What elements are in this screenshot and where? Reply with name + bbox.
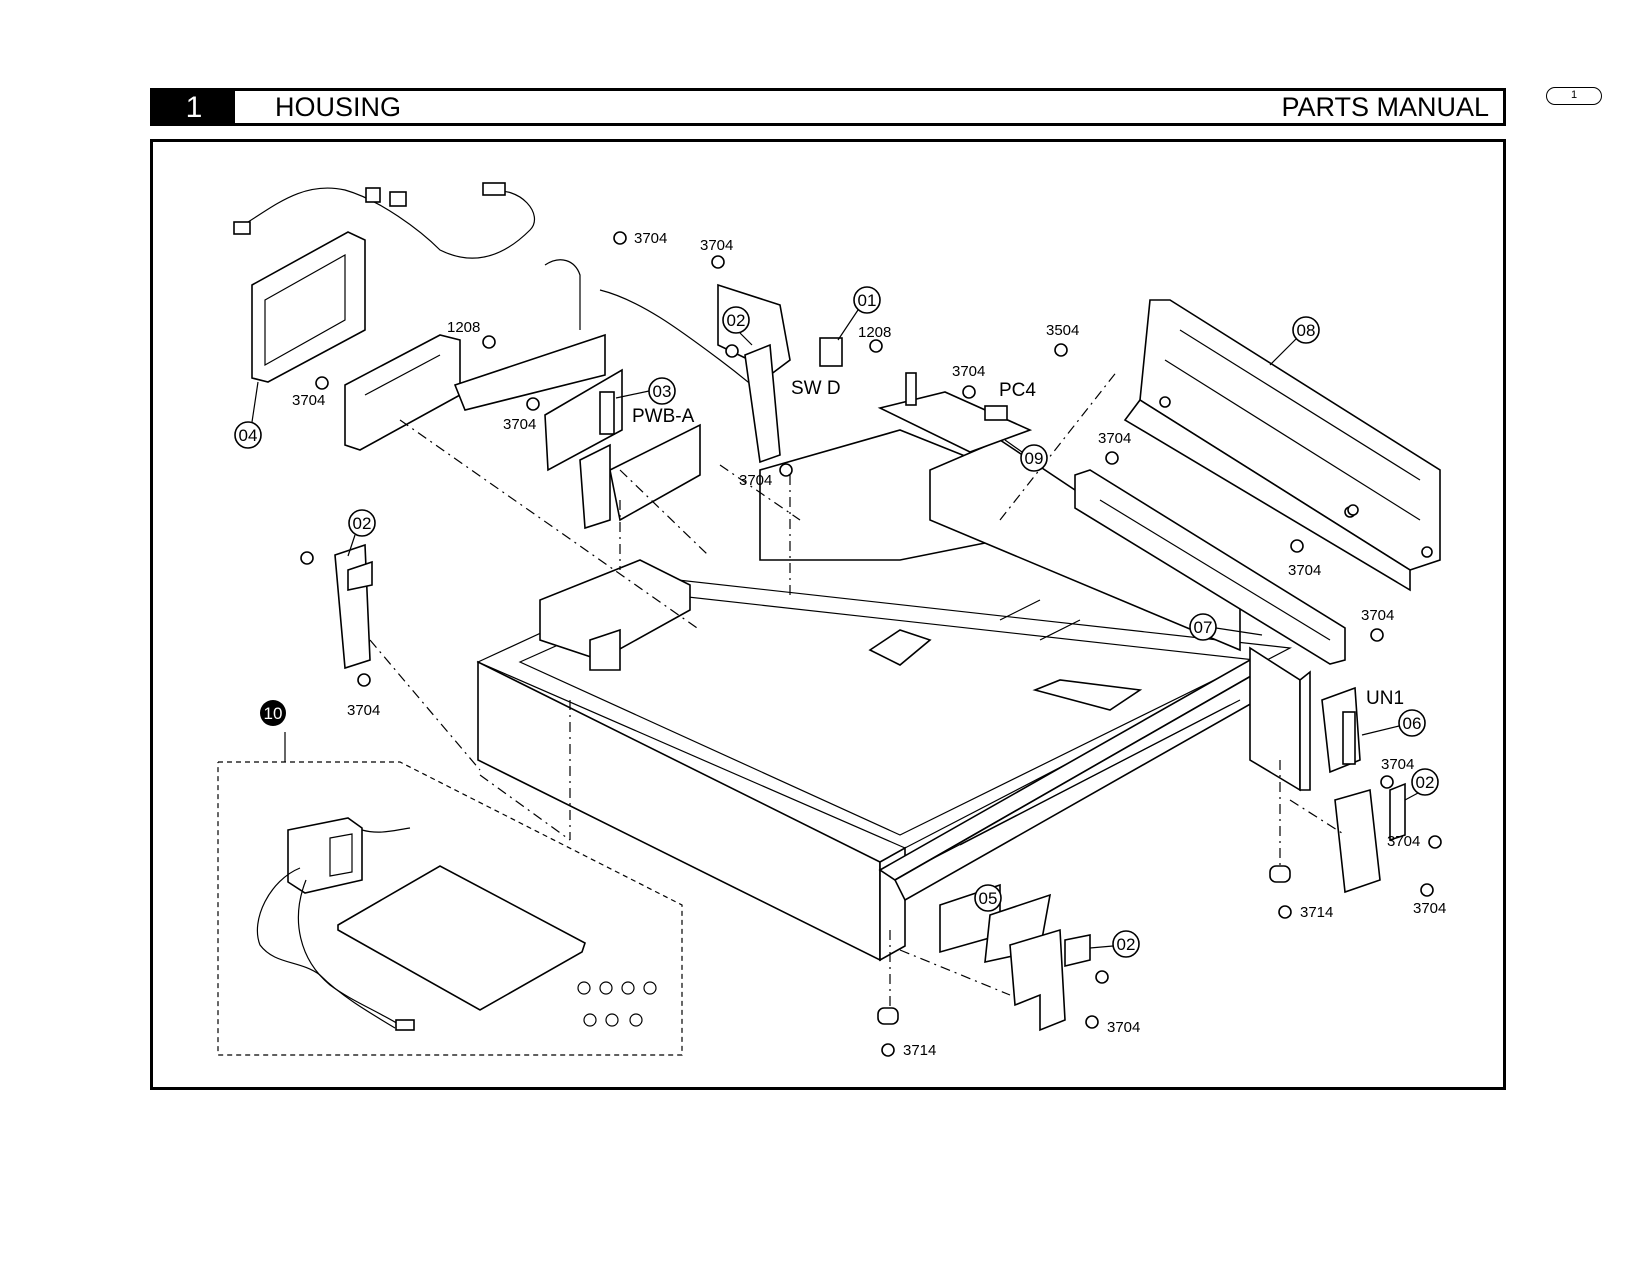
screw-code-3704: 3704 [1098, 430, 1131, 447]
screw-code-3704: 3704 [347, 702, 380, 719]
callout-02-bottom: 02 [1089, 930, 1140, 958]
svg-text:02: 02 [727, 311, 746, 330]
rear-inner-panel-drawing [1074, 469, 1359, 665]
right-side-bracket-drawing [1334, 782, 1406, 894]
callout-02-top: 02 [722, 306, 753, 346]
screw-code-1208: 1208 [858, 324, 891, 341]
un1-bracket-drawing [1321, 686, 1361, 774]
screw-code-3704: 3704 [739, 472, 772, 489]
screw-code-3704: 3704 [1413, 900, 1446, 917]
screw-code-3704: 3704 [503, 416, 536, 433]
callout-05: 05 [974, 884, 1002, 912]
svg-text:08: 08 [1297, 321, 1316, 340]
housing-frame-drawing [476, 429, 1311, 962]
page-tab: 1 [1546, 87, 1602, 105]
screw-symbols [300, 231, 1442, 1057]
screw-code-3704: 3704 [1107, 1019, 1140, 1036]
svg-text:10: 10 [264, 704, 283, 723]
callout-02-left: 02 [347, 509, 376, 557]
svg-text:03: 03 [653, 382, 672, 401]
screw-code-1208: 1208 [447, 319, 480, 336]
screw-code-3714: 3714 [903, 1042, 936, 1059]
callout-01: 01 [837, 286, 881, 341]
front-bracket-drawing [1009, 928, 1091, 1032]
screw-code-3504: 3504 [1046, 322, 1079, 339]
svg-text:02: 02 [353, 514, 372, 533]
svg-text:02: 02 [1117, 935, 1136, 954]
screw-code-3714: 3714 [1300, 904, 1333, 921]
assembly-guide-lines [369, 369, 1346, 1008]
screw-code-3704: 3704 [634, 230, 667, 247]
section-title: HOUSING [275, 92, 402, 122]
svg-text:09: 09 [1025, 449, 1044, 468]
label-pwb-a: PWB-A [632, 406, 695, 427]
svg-text:02: 02 [1416, 773, 1435, 792]
svg-text:04: 04 [239, 426, 258, 445]
svg-text:07: 07 [1194, 618, 1213, 637]
screw-code-3704: 3704 [1361, 607, 1394, 624]
svg-text:06: 06 [1403, 714, 1422, 733]
callout-09: 09 [1004, 439, 1048, 472]
callout-08: 08 [1269, 316, 1320, 366]
screw-code-3704: 3704 [700, 237, 733, 254]
screw-code-3704: 3704 [952, 363, 985, 380]
screw-code-3704: 3704 [1288, 562, 1321, 579]
label-sw-d: SW D [791, 378, 841, 399]
callout-02-right: 02 [1404, 768, 1439, 801]
label-pc4: PC4 [999, 380, 1036, 401]
left-standalone-bracket-drawing [334, 543, 373, 670]
section-number: 1 [153, 91, 235, 124]
callout-03: 03 [615, 377, 676, 405]
mount-plate-drawing [344, 333, 606, 451]
left-bracket-drawing [233, 182, 536, 383]
callout-10: 10 [260, 700, 286, 726]
kit-10-drawing [217, 732, 683, 1056]
svg-text:01: 01 [858, 291, 877, 310]
pc4-bracket-drawing [877, 372, 1033, 453]
label-un1: UN1 [1366, 688, 1404, 709]
page-header: 1 HOUSING PARTS MANUAL [150, 88, 1506, 126]
callout-07: 07 [1189, 613, 1263, 641]
callout-06: 06 [1361, 709, 1426, 737]
manual-label: PARTS MANUAL [1281, 92, 1489, 122]
diagram-frame [150, 139, 1506, 1090]
callout-04: 04 [234, 381, 262, 449]
screw-code-3704: 3704 [1387, 833, 1420, 850]
svg-text:05: 05 [979, 889, 998, 908]
screw-code-3704: 3704 [1381, 756, 1414, 773]
screw-code-3704: 3704 [292, 392, 325, 409]
